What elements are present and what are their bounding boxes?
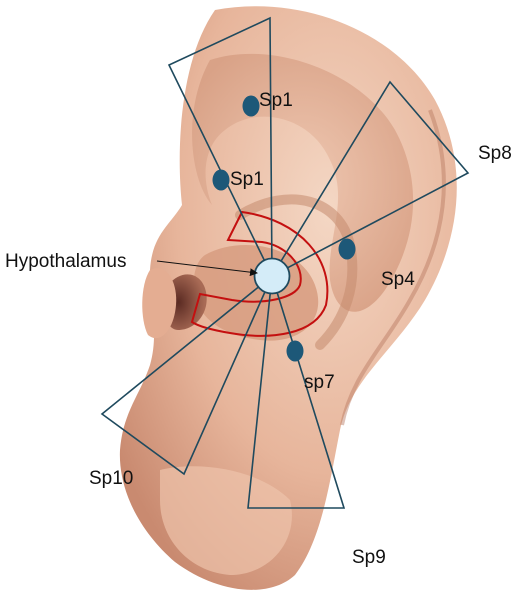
helix-inner-fold	[192, 53, 414, 312]
label-sp10: Sp10	[89, 468, 134, 489]
acupoint-sp1-upper	[242, 95, 260, 117]
acupoints	[212, 95, 356, 362]
wedge-sp9	[247, 275, 346, 509]
hypothalamus-circle-icon	[253, 257, 291, 295]
label-sp9: Sp9	[352, 547, 386, 568]
label-hypothalamus: Hypothalamus	[5, 251, 127, 272]
acupoint-sp7	[286, 340, 304, 362]
zone-outline	[190, 210, 329, 337]
label-sp7: sp7	[304, 372, 335, 393]
ear-illustration	[119, 6, 457, 590]
hypothalamus-arrow-icon	[156, 260, 258, 277]
label-sp1-upper: Sp1	[259, 90, 293, 111]
wedge-sp10	[100, 275, 273, 476]
lobe-shading	[160, 466, 292, 575]
acupoint-sp1-lower	[212, 169, 230, 191]
wedge-sp8	[269, 80, 470, 279]
label-sp8: Sp8	[478, 143, 512, 164]
helix-rim-shadow	[340, 109, 446, 426]
label-sp1-lower: Sp1	[230, 169, 264, 190]
acupoint-sp4	[338, 238, 356, 260]
label-sp4: Sp4	[381, 269, 415, 290]
tragus	[142, 268, 177, 339]
